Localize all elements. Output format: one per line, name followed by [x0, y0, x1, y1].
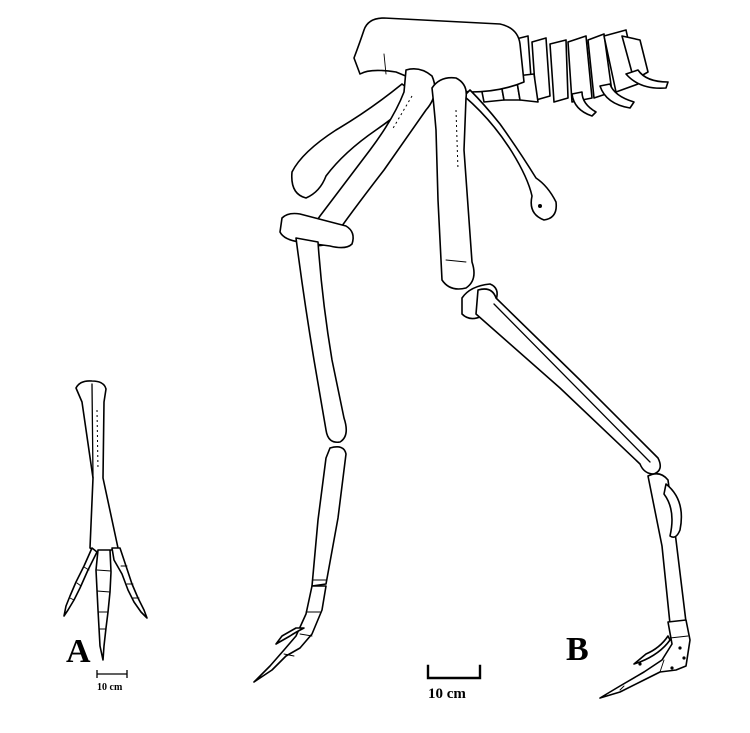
panel-a-foot: A 10 cm	[63, 380, 148, 693]
pubis	[290, 83, 419, 199]
shank-far	[311, 446, 347, 587]
panel-b-scale-label: 10 cm	[428, 686, 466, 702]
foot-a-digit-left	[63, 547, 98, 617]
ischium	[463, 89, 558, 221]
spur	[663, 483, 683, 538]
foot-a-metatarsus	[75, 380, 119, 553]
tibia-near	[475, 288, 662, 475]
foot-a-digit-middle	[95, 549, 112, 661]
panel-a-scale-label: 10 cm	[97, 682, 123, 693]
panel-b-skeleton: B 10 cm	[253, 17, 691, 702]
toes-near	[599, 619, 691, 699]
toes-far	[253, 585, 327, 683]
panel-b-letter: B	[566, 631, 589, 668]
panel-a-scale-bar	[96, 670, 128, 678]
panel-b-scale-bar	[426, 664, 482, 680]
foot-a-digit-right	[111, 547, 148, 619]
ilium	[353, 17, 525, 93]
femur-near	[431, 76, 475, 290]
panel-a-letter: A	[66, 633, 91, 670]
tibia-far	[295, 237, 348, 444]
